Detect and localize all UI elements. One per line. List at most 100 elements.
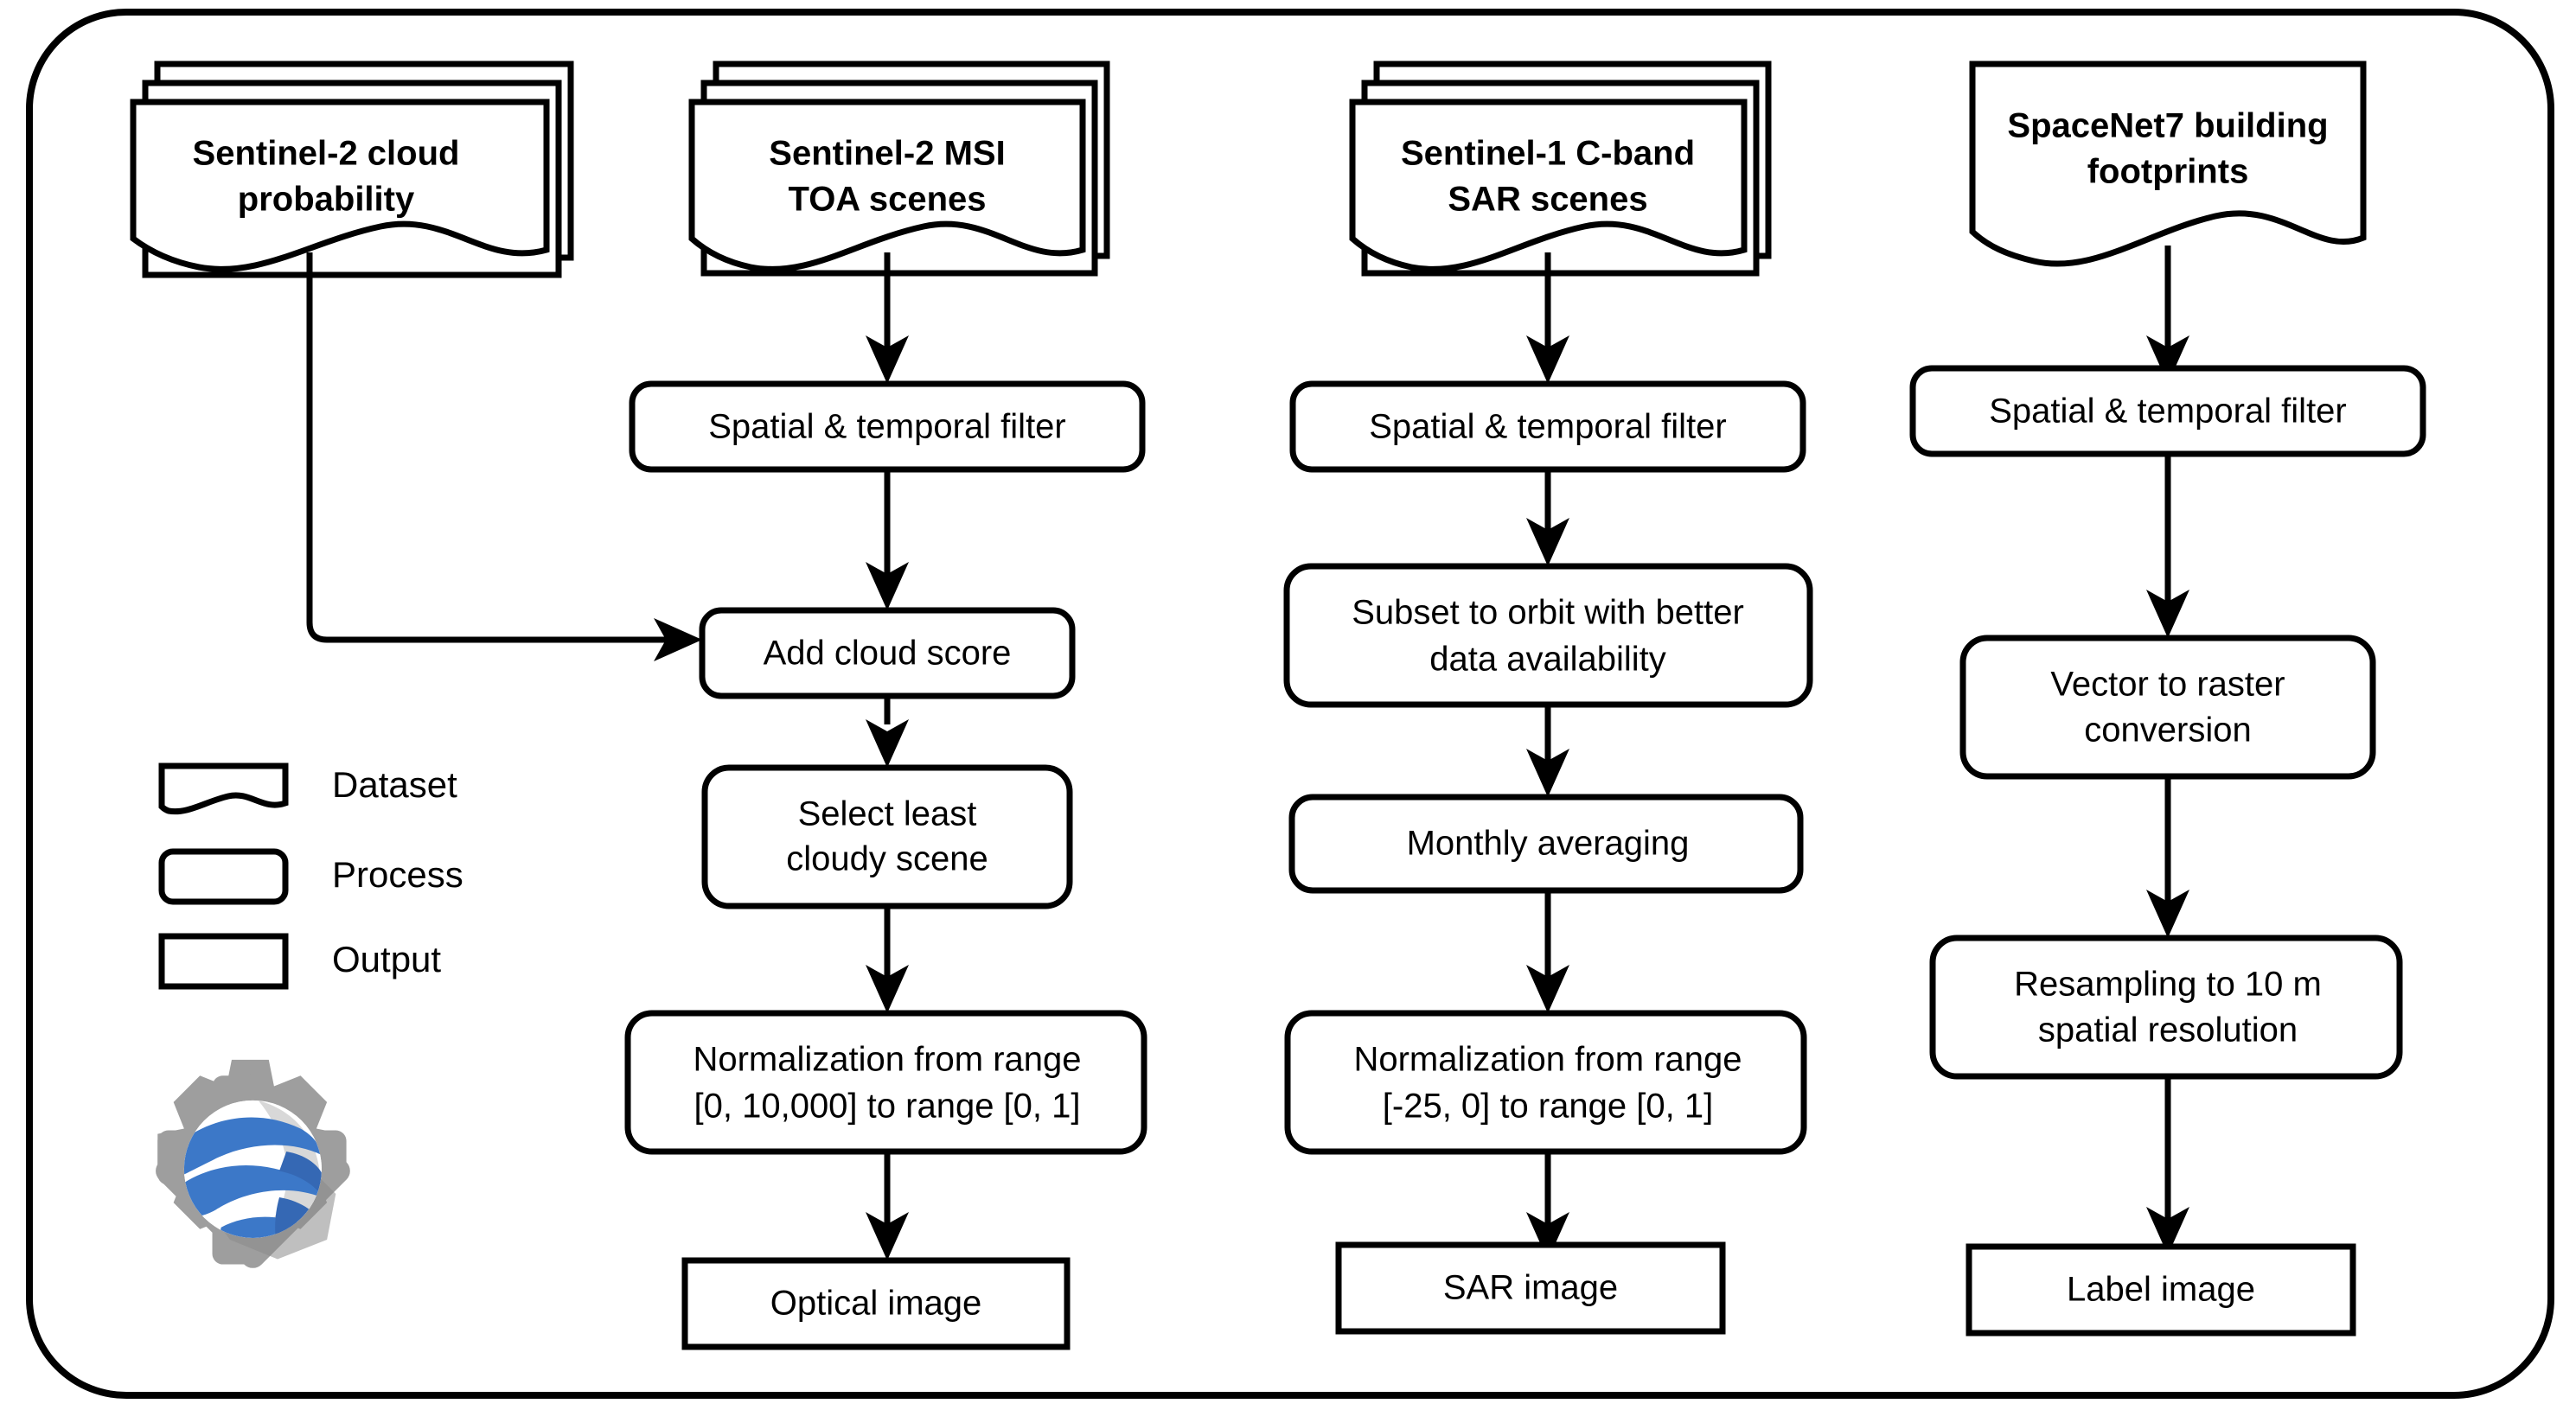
process-label: Spatial & temporal filter [1369,408,1727,446]
google-earth-engine-logo [156,1059,350,1268]
arrowhead-icon [2146,890,2189,938]
arrowhead-icon [1526,749,1569,797]
dataset-label-line2: probability [238,181,415,219]
connector-resampling-to-label-image [2146,1076,2189,1255]
process-subset-to-orbit[interactable]: Subset to orbit with better data availab… [1283,563,1813,708]
legend-item-dataset: Dataset [158,762,457,815]
connector-normalization-to-optical-image [866,1152,909,1260]
connector-sar-normalization-to-sar-image [1526,1152,1569,1260]
dataset-cloud-probability: Sentinel-2 cloud probability [130,61,574,278]
arrowhead-icon [1526,965,1569,1013]
process-label-line2: [-25, 0] to range [0, 1] [1383,1088,1713,1126]
output-sar-image[interactable]: SAR image [1335,1241,1726,1335]
output-box[interactable] [681,1257,1071,1350]
arrowhead-icon [866,335,909,384]
dataset-label-line1: Sentinel-2 MSI [769,135,1005,173]
arrowhead-icon [654,618,702,661]
process-box[interactable] [1283,563,1813,708]
process-sar-spatial-temporal-filter[interactable]: Spatial & temporal filter [1289,380,1806,473]
process-add-cloud-score[interactable]: Add cloud score [699,607,1076,699]
output-optical-image[interactable]: Optical image [681,1257,1071,1350]
process-label-line1: Normalization from range [1353,1041,1742,1079]
connector-cloud-probability-to-add-cloud-score [306,252,702,661]
arrowhead-icon [866,1212,909,1260]
dataset-front-sheet [688,99,1086,272]
legend-process-swatch-icon [158,848,289,905]
arrowhead-icon [2146,590,2189,638]
connector-filter-to-vector-to-raster [2146,454,2189,638]
dataset-spacenet7-footprints: SpaceNet7 building footprints [1969,61,2367,267]
process-select-least-cloudy-scene[interactable]: Select least cloudy scene [701,764,1073,909]
output-label: Optical image [770,1285,982,1323]
process-label-line2: spatial resolution [2038,1011,2298,1050]
output-box[interactable] [1335,1241,1726,1335]
process-label-line2: conversion [2084,711,2251,750]
arrowhead-icon [866,562,909,610]
connector-subset-orbit-to-monthly-averaging [1526,705,1569,797]
process-box[interactable] [1929,935,2403,1080]
output-box[interactable] [1966,1243,2356,1337]
dataset-front-sheet [1969,61,2367,267]
process-monthly-averaging[interactable]: Monthly averaging [1288,794,1804,894]
arrowhead-icon [1526,1212,1569,1260]
connector-vector-raster-to-resampling [2146,776,2189,938]
process-label-line2: data availability [1429,641,1666,679]
arrowhead-icon [1526,335,1569,384]
dataset-front-sheet [1349,99,1748,272]
process-label: Spatial & temporal filter [708,408,1066,446]
arrowhead-icon [2146,1207,2189,1255]
process-label-line1: Vector to raster [2050,666,2285,704]
connector-monthly-averaging-to-normalization [1526,890,1569,1013]
legend-dataset-swatch-icon [158,762,289,815]
output-label-image[interactable]: Label image [1966,1243,2356,1337]
dataset-label-line2: TOA scenes [788,181,986,219]
legend-dataset-label: Dataset [332,764,457,805]
process-box[interactable] [701,764,1073,909]
process-label-line1: Subset to orbit with better [1352,594,1744,632]
process-sar-normalization[interactable]: Normalization from range [-25, 0] to ran… [1284,1010,1807,1155]
dataset-label-line1: Sentinel-1 C-band [1401,135,1695,173]
connector-msi-to-filter [866,252,909,384]
process-label-line2: [0, 10,000] to range [0, 1] [694,1088,1081,1126]
connector-filter-to-add-cloud-score [866,469,909,610]
dataset-label-line2: SAR scenes [1448,181,1647,219]
connector-add-cloud-score-to-select-least-cloudy [866,696,909,768]
arrowhead-icon [866,719,909,768]
connector-sar-to-filter [1526,252,1569,384]
process-label: Monthly averaging [1407,825,1690,863]
legend-output-swatch-icon [158,933,289,990]
process-box[interactable] [624,1010,1147,1155]
dataset-sentinel2-msi: Sentinel-2 MSI TOA scenes [688,61,1110,277]
legend-process-label: Process [332,854,463,895]
dataset-sentinel1-sar: Sentinel-1 C-band SAR scenes [1349,61,1772,277]
diagram-outer-frame [26,9,2554,1399]
process-vector-to-raster-conversion[interactable]: Vector to raster conversion [1959,635,2376,780]
process-label: Add cloud score [764,635,1012,673]
globe-icon [183,1100,322,1238]
arrowhead-icon [1526,518,1569,566]
legend: Dataset Process Output [158,762,463,990]
process-box[interactable] [1284,1010,1807,1155]
process-optical-spatial-temporal-filter[interactable]: Spatial & temporal filter [629,380,1146,473]
dataset-label-line1: Sentinel-2 cloud [193,135,460,173]
legend-output-label: Output [332,939,441,979]
arrowhead-icon [866,965,909,1013]
process-optical-normalization[interactable]: Normalization from range [0, 10,000] to … [624,1010,1147,1155]
process-resampling-10m[interactable]: Resampling to 10 m spatial resolution [1929,935,2403,1080]
process-label-line2: cloudy scene [786,840,988,878]
connector-select-least-cloudy-to-normalization [866,906,909,1013]
process-label: Spatial & temporal filter [1989,392,2347,431]
process-label-line1: Resampling to 10 m [2014,966,2322,1004]
legend-item-process: Process [158,848,463,905]
legend-item-output: Output [158,933,441,990]
connector-sar-filter-to-subset-orbit [1526,469,1569,566]
connector-spacenet7-to-filter [2146,246,2189,384]
process-label-spatial-temporal-filter[interactable]: Spatial & temporal filter [1909,365,2426,457]
dataset-label-line2: footprints [2087,153,2249,191]
process-label-line1: Normalization from range [693,1041,1081,1079]
process-box[interactable] [1959,635,2376,780]
arrowhead-icon [2146,335,2189,384]
dataset-label-line1: SpaceNet7 building [2007,107,2328,145]
